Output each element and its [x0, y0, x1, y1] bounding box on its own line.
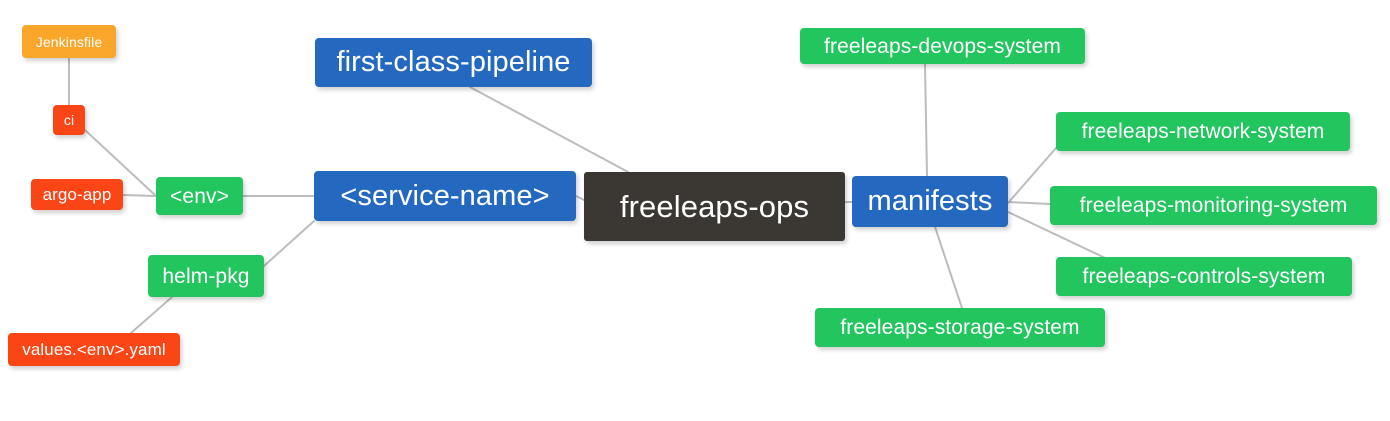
node-first-class-pipeline[interactable]: first-class-pipeline: [315, 38, 592, 87]
node-label-storage-system: freeleaps-storage-system: [840, 316, 1080, 339]
node-service-name[interactable]: <service-name>: [314, 171, 576, 221]
edge-manifests-to-network-system: [1007, 147, 1057, 204]
node-devops-system[interactable]: freeleaps-devops-system: [800, 28, 1085, 64]
edge-manifests-to-monitoring-system: [1007, 201, 1051, 205]
edge-service-name-to-freeleaps-ops: [575, 195, 585, 201]
node-env[interactable]: <env>: [156, 177, 243, 215]
edge-service-name-to-helm-pkg: [263, 220, 315, 267]
node-argo-app[interactable]: argo-app: [31, 179, 123, 210]
node-label-ci: ci: [63, 112, 75, 128]
node-label-monitoring-system: freeleaps-monitoring-system: [1079, 194, 1348, 217]
node-manifests[interactable]: manifests: [852, 176, 1008, 227]
node-label-jenkinsfile: Jenkinsfile: [35, 33, 103, 50]
node-values-yaml[interactable]: values.<env>.yaml: [8, 333, 180, 366]
node-label-argo-app: argo-app: [42, 185, 112, 204]
node-jenkinsfile[interactable]: Jenkinsfile: [22, 25, 116, 58]
node-controls-system[interactable]: freeleaps-controls-system: [1056, 257, 1352, 296]
node-label-manifests: manifests: [867, 185, 993, 217]
node-label-values-yaml: values.<env>.yaml: [22, 340, 166, 359]
node-monitoring-system[interactable]: freeleaps-monitoring-system: [1050, 186, 1377, 225]
node-ci[interactable]: ci: [53, 105, 85, 135]
node-label-env: <env>: [170, 184, 229, 208]
node-network-system[interactable]: freeleaps-network-system: [1056, 112, 1350, 151]
node-label-service-name: <service-name>: [340, 179, 550, 212]
edge-manifests-to-devops-system: [924, 63, 928, 177]
node-label-freeleaps-ops: freeleaps-ops: [619, 189, 810, 224]
node-label-controls-system: freeleaps-controls-system: [1082, 265, 1326, 288]
edge-helm-pkg-to-values-yaml: [130, 296, 173, 334]
node-label-network-system: freeleaps-network-system: [1081, 120, 1325, 143]
edge-first-class-pipeline-to-freeleaps-ops: [469, 86, 629, 173]
edge-manifests-to-storage-system: [934, 226, 963, 309]
node-helm-pkg[interactable]: helm-pkg: [148, 255, 264, 297]
node-storage-system[interactable]: freeleaps-storage-system: [815, 308, 1105, 347]
node-label-helm-pkg: helm-pkg: [162, 264, 250, 288]
edge-argo-app-to-env: [122, 194, 157, 197]
node-label-devops-system: freeleaps-devops-system: [824, 34, 1061, 58]
node-freeleaps-ops[interactable]: freeleaps-ops: [584, 172, 845, 241]
node-label-first-class-pipeline: first-class-pipeline: [336, 46, 571, 78]
